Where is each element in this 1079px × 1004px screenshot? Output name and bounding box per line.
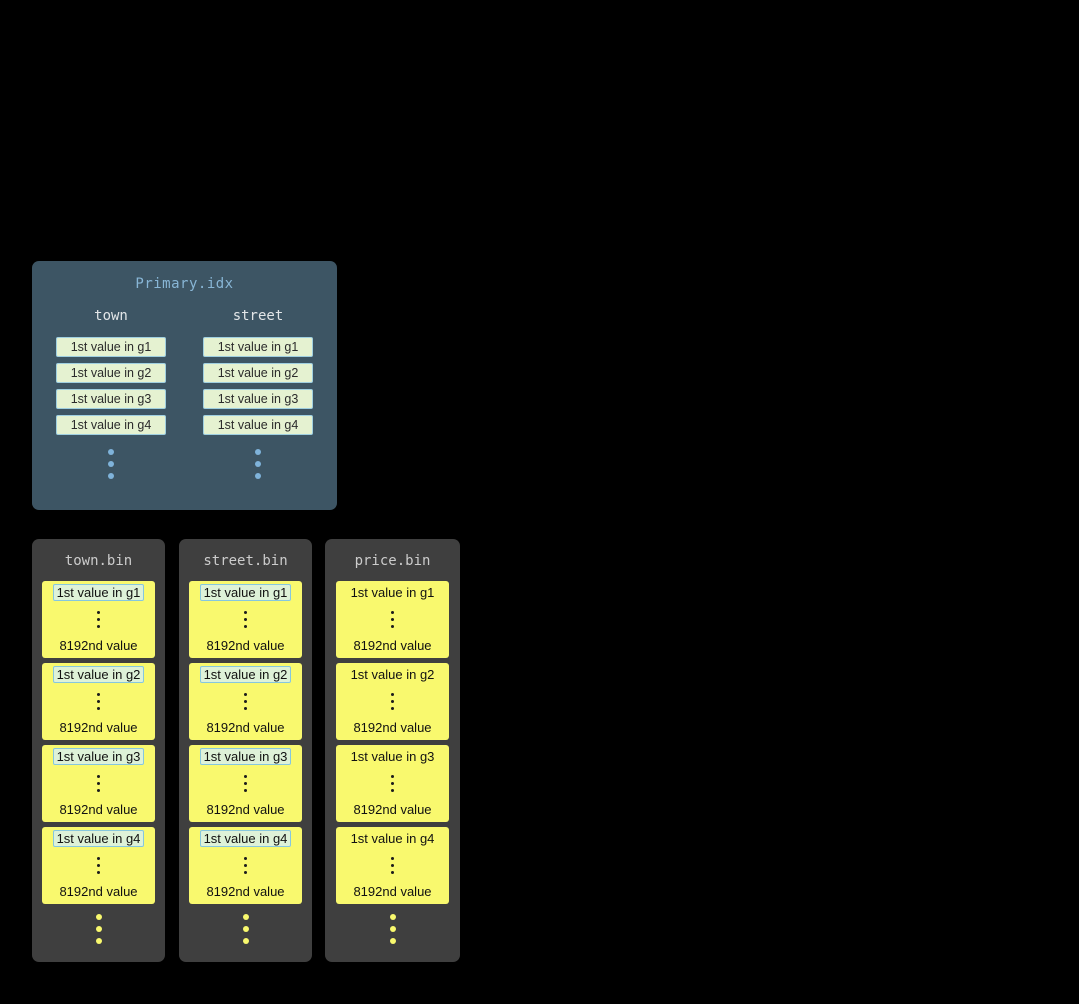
index-entry: 1st value in g1 xyxy=(56,337,166,357)
primary-index-title: Primary.idx xyxy=(135,276,234,292)
granule-block: 1st value in g4 8192nd value xyxy=(42,827,155,904)
primary-column-town: town 1st value in g1 1st value in g2 1st… xyxy=(56,308,166,479)
ellipsis-vertical-icon xyxy=(97,609,100,630)
highlighted-value: 1st value in g3 xyxy=(52,748,145,765)
granule-first-value: 1st value in g4 xyxy=(199,830,292,847)
highlighted-value: 1st value in g3 xyxy=(199,748,292,765)
granule-last-value: 8192nd value xyxy=(353,638,432,653)
highlighted-value: 1st value in g2 xyxy=(52,666,145,683)
granule-block: 1st value in g4 8192nd value xyxy=(189,827,302,904)
ellipsis-vertical-icon xyxy=(391,855,394,876)
index-entry: 1st value in g2 xyxy=(56,363,166,383)
granule-list: 1st value in g1 8192nd value 1st value i… xyxy=(179,581,312,904)
granule-block: 1st value in g4 8192nd value xyxy=(336,827,449,904)
granule-last-value: 8192nd value xyxy=(59,638,138,653)
highlighted-value: 1st value in g2 xyxy=(199,666,292,683)
ellipsis-vertical-icon xyxy=(97,855,100,876)
index-entry: 1st value in g4 xyxy=(203,415,313,435)
granule-block: 1st value in g1 8192nd value xyxy=(189,581,302,658)
bin-panel-town: town.bin 1st value in g1 8192nd value 1s… xyxy=(32,539,165,962)
ellipsis-vertical-icon xyxy=(244,691,247,712)
granule-first-value: 1st value in g1 xyxy=(199,584,292,601)
index-entry: 1st value in g3 xyxy=(56,389,166,409)
granule-block: 1st value in g1 8192nd value xyxy=(336,581,449,658)
index-entry: 1st value in g2 xyxy=(203,363,313,383)
ellipsis-vertical-icon xyxy=(97,773,100,794)
index-entry: 1st value in g3 xyxy=(203,389,313,409)
granule-last-value: 8192nd value xyxy=(59,884,138,899)
granule-first-value: 1st value in g1 xyxy=(350,585,435,600)
ellipsis-vertical-icon xyxy=(325,914,460,944)
granule-block: 1st value in g3 8192nd value xyxy=(189,745,302,822)
bin-title: town.bin xyxy=(64,553,133,569)
ellipsis-vertical-icon xyxy=(32,914,165,944)
granule-first-value: 1st value in g2 xyxy=(350,667,435,682)
granule-last-value: 8192nd value xyxy=(353,720,432,735)
granule-first-value: 1st value in g3 xyxy=(350,749,435,764)
highlighted-value: 1st value in g4 xyxy=(199,830,292,847)
ellipsis-vertical-icon xyxy=(391,609,394,630)
granule-block: 1st value in g3 8192nd value xyxy=(42,745,155,822)
index-entry: 1st value in g4 xyxy=(56,415,166,435)
index-entry: 1st value in g1 xyxy=(203,337,313,357)
granule-block: 1st value in g1 8192nd value xyxy=(42,581,155,658)
granule-block: 1st value in g2 8192nd value xyxy=(189,663,302,740)
ellipsis-vertical-icon xyxy=(255,449,261,479)
column-header-street: street xyxy=(232,308,284,324)
ellipsis-vertical-icon xyxy=(108,449,114,479)
highlighted-value: 1st value in g1 xyxy=(199,584,292,601)
ellipsis-vertical-icon xyxy=(244,609,247,630)
granule-last-value: 8192nd value xyxy=(353,802,432,817)
ellipsis-vertical-icon xyxy=(244,773,247,794)
highlighted-value: 1st value in g1 xyxy=(52,584,145,601)
ellipsis-vertical-icon xyxy=(97,691,100,712)
primary-index-columns: town 1st value in g1 1st value in g2 1st… xyxy=(32,308,337,479)
granule-last-value: 8192nd value xyxy=(206,638,285,653)
granule-block: 1st value in g2 8192nd value xyxy=(42,663,155,740)
bin-panel-street: street.bin 1st value in g1 8192nd value … xyxy=(179,539,312,962)
granule-first-value: 1st value in g2 xyxy=(52,666,145,683)
granule-first-value: 1st value in g4 xyxy=(350,831,435,846)
granule-list: 1st value in g1 8192nd value 1st value i… xyxy=(325,581,460,904)
ellipsis-vertical-icon xyxy=(391,773,394,794)
granule-first-value: 1st value in g2 xyxy=(199,666,292,683)
granule-list: 1st value in g1 8192nd value 1st value i… xyxy=(32,581,165,904)
highlighted-value: 1st value in g4 xyxy=(52,830,145,847)
granule-first-value: 1st value in g3 xyxy=(199,748,292,765)
bin-title: street.bin xyxy=(203,553,288,569)
granule-last-value: 8192nd value xyxy=(353,884,432,899)
granule-last-value: 8192nd value xyxy=(206,884,285,899)
ellipsis-vertical-icon xyxy=(179,914,312,944)
ellipsis-vertical-icon xyxy=(391,691,394,712)
ellipsis-vertical-icon xyxy=(244,855,247,876)
primary-column-street: street 1st value in g1 1st value in g2 1… xyxy=(203,308,313,479)
column-header-town: town xyxy=(94,308,128,324)
granule-first-value: 1st value in g1 xyxy=(52,584,145,601)
primary-index-panel: Primary.idx town 1st value in g1 1st val… xyxy=(32,261,337,510)
bin-panel-price: price.bin 1st value in g1 8192nd value 1… xyxy=(325,539,460,962)
granule-last-value: 8192nd value xyxy=(206,802,285,817)
granule-block: 1st value in g2 8192nd value xyxy=(336,663,449,740)
granule-block: 1st value in g3 8192nd value xyxy=(336,745,449,822)
granule-last-value: 8192nd value xyxy=(59,720,138,735)
granule-last-value: 8192nd value xyxy=(59,802,138,817)
granule-first-value: 1st value in g3 xyxy=(52,748,145,765)
granule-first-value: 1st value in g4 xyxy=(52,830,145,847)
bin-title: price.bin xyxy=(354,553,431,569)
granule-last-value: 8192nd value xyxy=(206,720,285,735)
